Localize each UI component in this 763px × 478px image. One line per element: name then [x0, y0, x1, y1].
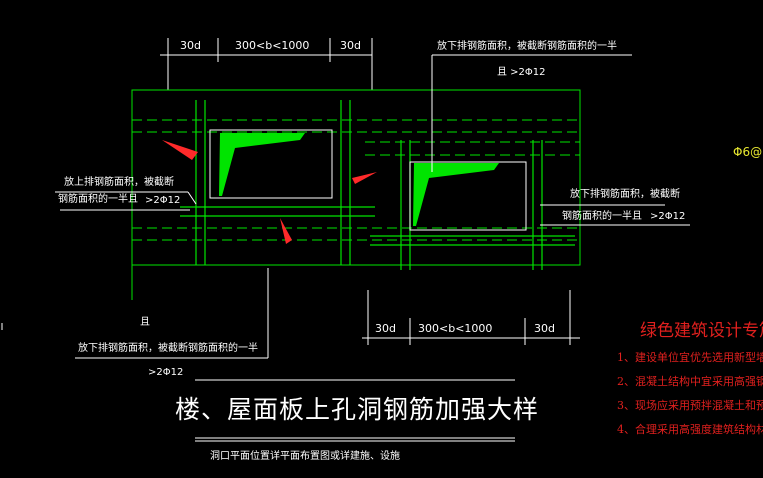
right-opening: [409, 161, 527, 231]
note-top-line2: 且 >2Φ12: [497, 67, 546, 78]
green-design-title: 绿色建筑设计专篇: [640, 321, 763, 341]
arrow-top-left: [162, 140, 198, 160]
bottom-dimension-line: [362, 290, 580, 345]
red-arrows: [162, 140, 377, 244]
leader-lines: [1, 54, 690, 442]
note-right-line3: >2Φ12: [650, 211, 686, 222]
top-dim-left: 30d: [180, 39, 201, 52]
top-dim-right: 30d: [340, 39, 361, 52]
drawing-title: 楼、屋面板上孔洞钢筋加强大样: [175, 395, 540, 424]
note-bottom-line2: >2Φ12: [148, 367, 184, 378]
note-right-line1: 放下排钢筋面积，被截断: [570, 189, 680, 200]
drawing-subtitle: 洞口平面位置详平面布置图或详建施、设施: [210, 451, 400, 462]
edge-rebar-label: Φ6@2: [733, 145, 763, 159]
top-dim-mid: 300<b<1000: [235, 39, 310, 52]
note-bottom-line1: 放下排钢筋面积，被截断钢筋面积的一半: [78, 343, 258, 354]
note-right-line2: 钢筋面积的一半且: [562, 211, 642, 222]
bottom-dim-left: 30d: [375, 322, 396, 335]
slab-outline: [131, 89, 581, 300]
note-left-line1: 放上排钢筋面积，被截断: [64, 177, 174, 188]
green-design-item-3: 3、现场应采用预拌混凝土和预拌砂浆: [617, 399, 763, 412]
bottom-dim-mid: 300<b<1000: [418, 322, 493, 335]
right-rebar-hook: [413, 163, 499, 226]
note-bottom-line0: 且: [140, 317, 150, 328]
left-opening-rebar: [180, 100, 375, 265]
top-dimension-line: [160, 38, 373, 90]
green-design-item-4: 4、合理采用高强度建筑结构材料: [617, 423, 763, 436]
bottom-dim-right: 30d: [534, 322, 555, 335]
left-rebar-hook: [219, 133, 305, 196]
note-left-line2: 钢筋面积的一半且: [58, 194, 138, 205]
arrow-bottom: [280, 218, 292, 244]
left-opening: [209, 129, 333, 199]
note-top-line1: 放下排钢筋面积，被截断钢筋面积的一半: [437, 41, 617, 52]
note-left-line3: >2Φ12: [145, 195, 181, 206]
green-design-item-2: 2、混凝土结构中宜采用高强钢筋: [617, 375, 763, 388]
arrow-right: [352, 172, 377, 184]
green-design-item-1: 1、建设单位宜优先选用新型墙体: [617, 351, 763, 364]
